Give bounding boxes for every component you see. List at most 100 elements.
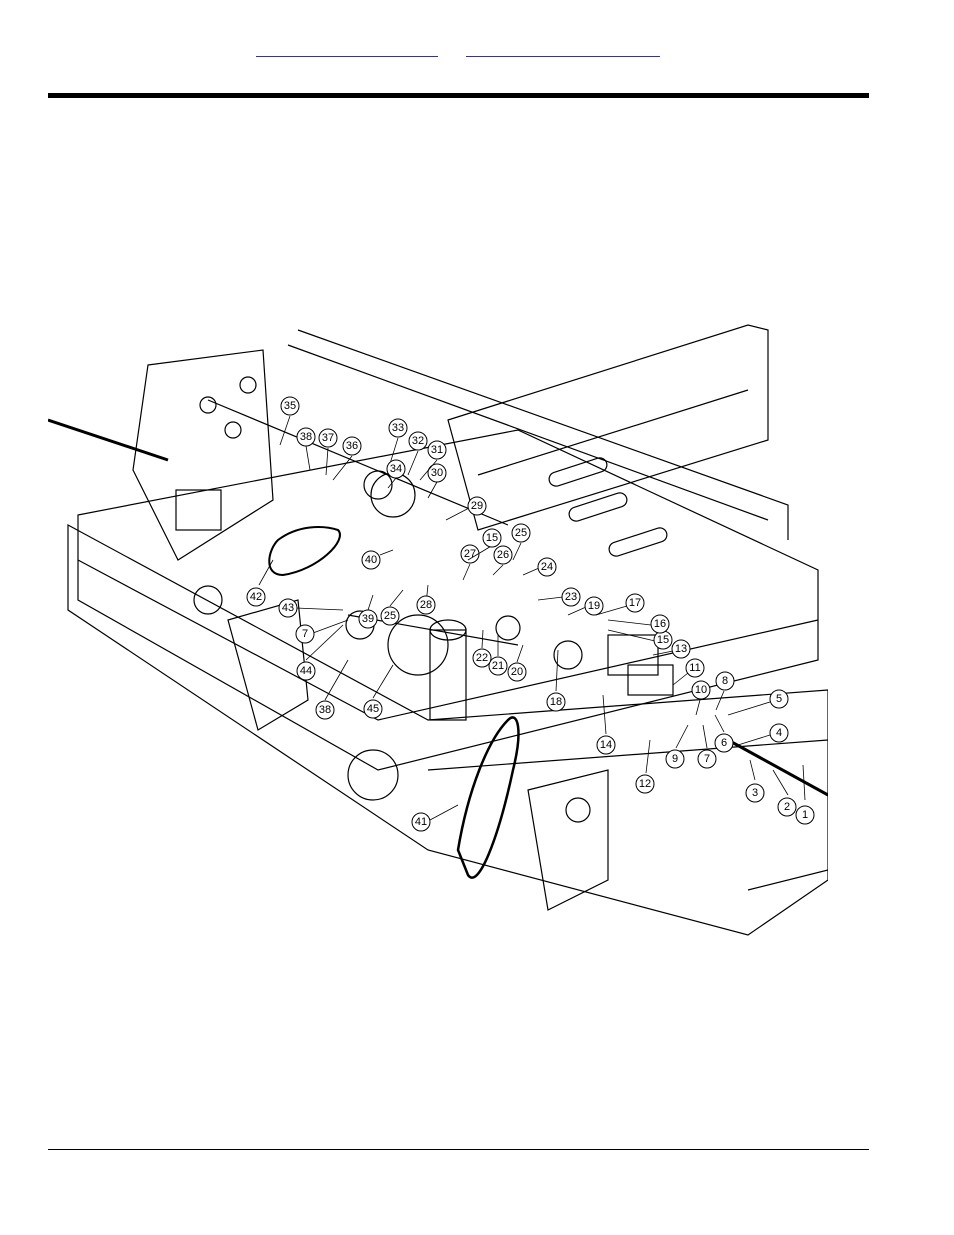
svg-text:38: 38 [319,704,331,716]
callout-19: 19 [567,596,604,616]
callout-12: 12 [635,739,655,794]
callout-42: 42 [246,559,274,607]
callout-8: 8 [715,671,735,711]
callout-21: 21 [488,635,508,676]
svg-text:12: 12 [639,778,651,790]
svg-text:14: 14 [600,739,612,751]
callout-10: 10 [691,680,711,716]
svg-text:1: 1 [802,809,808,821]
callout-3: 3 [745,759,765,803]
svg-text:23: 23 [565,591,577,603]
svg-text:16: 16 [654,618,666,630]
svg-text:39: 39 [362,613,374,625]
svg-text:17: 17 [629,597,641,609]
footer-rule [48,1149,869,1150]
callout-36: 36 [332,436,362,481]
callout-29: 29 [445,496,487,521]
callout-40: 40 [361,549,394,570]
callout-32: 32 [407,431,428,476]
callout-38b: 38 [315,659,349,720]
svg-text:3: 3 [752,787,758,799]
callout-44: 44 [296,624,344,681]
callout-9: 9 [665,724,689,769]
header-link-1[interactable] [256,40,438,57]
callout-4: 4 [737,723,789,746]
svg-text:9: 9 [672,753,678,765]
callout-2: 2 [772,769,797,817]
callout-22: 22 [472,629,492,668]
callout-23: 23 [537,587,581,607]
callout-7b: 7 [295,619,349,644]
svg-text:27: 27 [464,548,476,560]
callout-45: 45 [363,664,394,719]
svg-text:22: 22 [476,652,488,664]
svg-text:44: 44 [300,665,312,677]
svg-text:43: 43 [282,602,294,614]
svg-text:42: 42 [250,591,262,603]
callout-31: 31 [419,440,447,481]
svg-text:20: 20 [511,666,523,678]
svg-text:25: 25 [515,527,527,539]
frame-drawing [48,324,828,936]
svg-text:4: 4 [776,727,782,739]
callout-30: 30 [427,463,447,499]
callout-18: 18 [546,649,566,712]
callout-41: 41 [411,804,459,832]
svg-text:2: 2 [784,801,790,813]
callout-14: 14 [596,694,616,755]
header-rule [48,93,869,98]
callout-11: 11 [672,658,705,686]
svg-text:38: 38 [300,431,312,443]
header-link-2[interactable] [466,40,660,57]
parts-diagram: 1 2 3 4 5 6 7 8 9 10 11 12 13 14 15 16 1… [48,324,828,936]
svg-text:24: 24 [541,561,553,573]
callout-5: 5 [727,689,789,716]
svg-text:18: 18 [550,696,562,708]
svg-text:7: 7 [302,628,308,640]
callout-17: 17 [595,593,645,616]
svg-text:25: 25 [384,610,396,622]
svg-text:26: 26 [497,549,509,561]
svg-text:32: 32 [412,435,424,447]
callout-34: 34 [386,459,406,489]
svg-text:45: 45 [367,703,379,715]
svg-text:36: 36 [346,440,358,452]
callout-16: 16 [607,614,670,634]
callout-39: 39 [358,594,378,629]
callout-1: 1 [795,764,815,825]
callout-24: 24 [522,557,557,577]
svg-text:40: 40 [365,554,377,566]
callout-35: 35 [279,396,300,446]
svg-text:15: 15 [486,532,498,544]
svg-text:28: 28 [420,599,432,611]
svg-text:8: 8 [722,675,728,687]
svg-text:41: 41 [415,816,427,828]
svg-text:21: 21 [492,660,504,672]
svg-text:5: 5 [776,693,782,705]
callout-37: 37 [318,428,338,476]
svg-text:35: 35 [284,400,296,412]
svg-text:31: 31 [431,444,443,456]
svg-text:10: 10 [695,684,707,696]
callout-43: 43 [278,598,344,618]
callout-26: 26 [492,545,513,576]
svg-text:15: 15 [657,634,669,646]
callout-15b: 15 [467,528,502,561]
svg-text:7: 7 [704,753,710,765]
svg-text:13: 13 [675,643,687,655]
callout-7a: 7 [697,724,717,769]
svg-text:6: 6 [721,737,727,749]
callout-25b: 25 [380,589,404,626]
svg-text:11: 11 [689,662,700,674]
callout-6: 6 [714,714,734,753]
callout-33: 33 [387,418,408,471]
svg-text:37: 37 [322,432,334,444]
svg-text:29: 29 [471,500,483,512]
svg-text:33: 33 [392,422,404,434]
callout-28: 28 [416,584,436,615]
svg-text:30: 30 [431,467,443,479]
callout-38a: 38 [296,427,316,471]
callout-25a: 25 [511,523,531,561]
svg-text:19: 19 [588,600,600,612]
callout-15a: 15 [607,629,673,650]
